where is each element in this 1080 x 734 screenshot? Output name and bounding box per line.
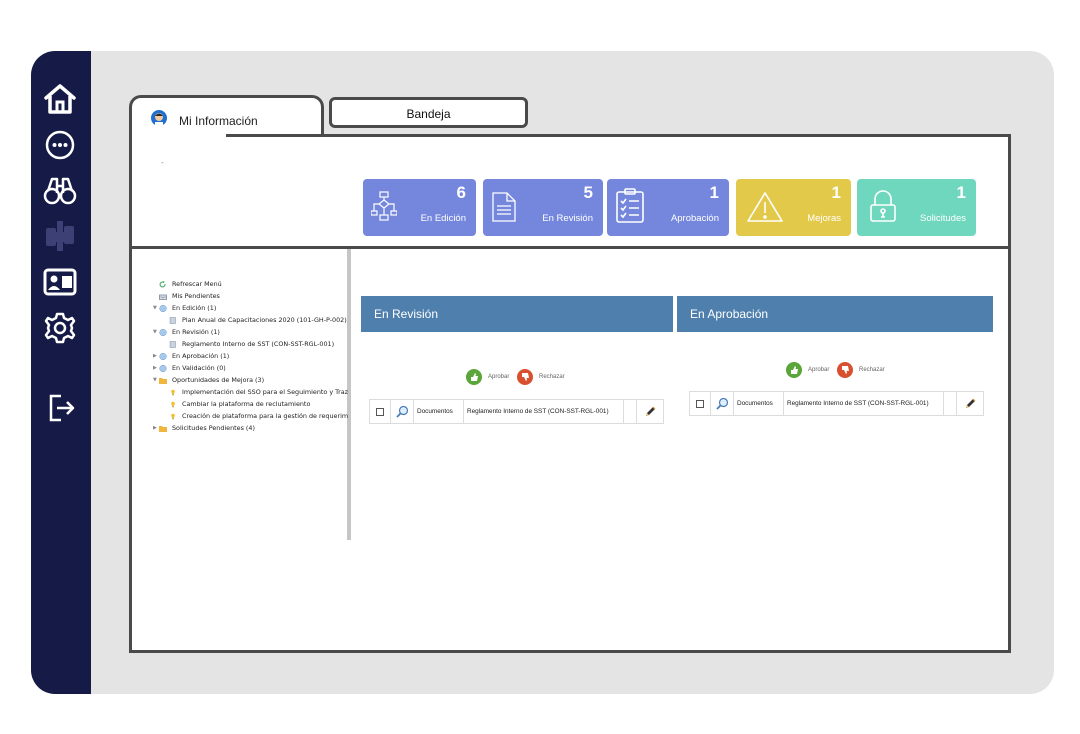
card-en-edicion-label: En Edición [420, 213, 466, 224]
document-small-icon [169, 340, 176, 348]
logout-icon[interactable] [42, 390, 78, 426]
status-circle-icon [159, 328, 167, 336]
tree-item-creacion-plataforma[interactable]: Creación de plataforma para la gestión d… [163, 412, 348, 420]
expand-arrow-icon[interactable]: ▶ [153, 353, 157, 359]
inbox-icon [159, 294, 167, 300]
card-aprobacion-count: 1 [709, 183, 719, 202]
tree-item-en-validacion[interactable]: ▶En Validación (0) [153, 364, 226, 372]
folder-icon [159, 425, 167, 432]
tab-bandeja[interactable]: Bandeja [329, 97, 528, 128]
approve-label[interactable]: Aprobar [808, 367, 830, 373]
section-en-aprobacion-header: En Aprobación [677, 296, 993, 332]
card-mejoras[interactable]: 1 Mejoras [736, 179, 851, 236]
reject-label[interactable]: Rechazar [539, 374, 565, 380]
tab-mi-informacion[interactable]: Mi Información [129, 95, 324, 141]
tab-mi-informacion-label: Mi Información [179, 114, 258, 128]
card-en-edicion[interactable]: 6 En Edición [363, 179, 476, 236]
more-icon[interactable] [42, 127, 78, 163]
expand-arrow-icon[interactable]: ▼ [153, 305, 157, 311]
refresh-icon [159, 280, 166, 287]
edit-pencil-icon[interactable] [637, 400, 663, 423]
card-mejoras-count: 1 [831, 183, 841, 202]
row-checkbox[interactable] [696, 399, 704, 408]
card-en-revision[interactable]: 5 En Revisión [483, 179, 603, 236]
edit-pencil-icon[interactable] [957, 392, 983, 415]
card-en-revision-count: 5 [583, 183, 593, 202]
tree-item-reglamento[interactable]: Reglamento Interno de SST (CON-SST-RGL-0… [163, 340, 334, 348]
thumbs-down-icon [522, 373, 529, 381]
status-circle-icon [159, 304, 167, 312]
row-document-name: Reglamento Interno de SST (CON-SST-RGL-0… [464, 400, 624, 423]
lightbulb-icon [171, 401, 175, 407]
home-icon[interactable] [42, 81, 78, 117]
card-mejoras-label: Mejoras [807, 213, 841, 224]
folder-icon [159, 377, 167, 384]
tree-item-mis-pendientes[interactable]: Mis Pendientes [153, 292, 220, 300]
expand-arrow-icon[interactable]: ▼ [153, 329, 157, 335]
thumbs-up-icon [471, 373, 478, 381]
expand-arrow-icon[interactable]: ▼ [153, 377, 157, 383]
binoculars-icon[interactable] [42, 172, 78, 208]
panel-divider [129, 246, 1011, 249]
status-circle-icon [159, 364, 167, 372]
tab-bandeja-label: Bandeja [406, 107, 451, 121]
checklist-icon [616, 188, 644, 223]
panel-top-border [226, 134, 1011, 137]
card-solicitudes-count: 1 [956, 183, 966, 202]
row-document-name: Reglamento Interno de SST (CON-SST-RGL-0… [784, 392, 944, 415]
lightbulb-icon [171, 413, 175, 419]
tree-item-en-aprobacion[interactable]: ▶En Aprobación (1) [153, 352, 230, 360]
row-checkbox[interactable] [376, 407, 384, 416]
sidebar [31, 51, 91, 694]
expand-arrow-icon[interactable]: ▶ [153, 425, 157, 431]
document-small-icon [169, 316, 176, 324]
card-aprobacion[interactable]: 1 Aprobación [607, 179, 729, 236]
warning-icon [747, 192, 783, 222]
gear-cluster-icon [42, 218, 78, 254]
reject-label[interactable]: Rechazar [859, 367, 885, 373]
expand-arrow-icon[interactable]: ▶ [153, 365, 157, 371]
row-type: Documentos [734, 392, 784, 415]
search-icon[interactable] [711, 392, 734, 415]
card-en-edicion-count: 6 [456, 183, 466, 202]
card-solicitudes[interactable]: 1 Solicitudes [857, 179, 976, 236]
lock-icon [870, 190, 896, 222]
card-aprobacion-label: Aprobación [670, 213, 719, 224]
tree-item-cambiar-plataforma[interactable]: Cambiar la plataforma de reclutamiento [163, 400, 310, 408]
thumbs-up-icon [791, 366, 798, 374]
status-circle-icon [159, 352, 167, 360]
row-type: Documentos [414, 400, 464, 423]
tree-scrollbar[interactable] [347, 249, 351, 540]
table-row[interactable]: Documentos Reglamento Interno de SST (CO… [369, 399, 664, 424]
tree-item-en-revision[interactable]: ▼En Revisión (1) [153, 328, 220, 336]
header-dot: - [161, 158, 164, 167]
table-row[interactable]: Documentos Reglamento Interno de SST (CO… [689, 391, 984, 416]
tree-item-plan-anual[interactable]: Plan Anual de Capacitaciones 2020 (101-G… [163, 316, 347, 324]
tree-item-refrescar[interactable]: Refrescar Menú [153, 280, 222, 288]
search-icon[interactable] [391, 400, 414, 423]
thumbs-down-icon [842, 366, 849, 374]
tree-item-implementacion[interactable]: Implementación del SSO para el Seguimien… [163, 388, 348, 396]
tree-item-en-edicion[interactable]: ▼En Edición (1) [153, 304, 217, 312]
settings-icon[interactable] [42, 310, 78, 346]
lightbulb-icon [171, 389, 175, 395]
card-solicitudes-label: Solicitudes [920, 213, 966, 224]
user-avatar-icon [151, 110, 167, 126]
app-frame: Mi Información Bandeja - 6 En Edición 5 … [31, 51, 1054, 694]
tree-item-solicitudes[interactable]: ▶Solicitudes Pendientes (4) [153, 424, 255, 432]
tree-item-oportunidades[interactable]: ▼Oportunidades de Mejora (3) [153, 376, 265, 384]
section-en-revision-header: En Revisión [361, 296, 673, 332]
document-icon [492, 192, 516, 222]
card-en-revision-label: En Revisión [542, 213, 593, 224]
approve-label[interactable]: Aprobar [488, 374, 510, 380]
id-card-icon[interactable] [42, 264, 78, 300]
flowchart-icon [371, 191, 397, 221]
